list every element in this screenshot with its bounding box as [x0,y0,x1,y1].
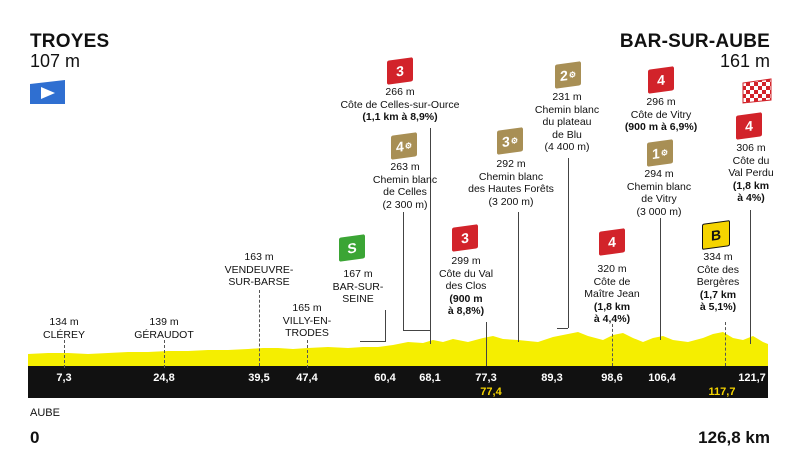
finish-town: BAR-SUR-AUBE [619,31,770,52]
climb-badge-4-val-perdu: 4 [736,112,762,140]
bonus-badge: B [702,220,730,250]
climb-badge-3-val-clos: 3 [452,224,478,252]
sector-badge-3-hautes-forets: 3⚙ [497,127,523,155]
km-bar [28,366,768,398]
sector-badge-2-blu: 2⚙ [555,61,581,89]
km-clerey: 7,3 [56,372,72,384]
sprint-badge: S [339,234,365,262]
start-altitude: 107 m [30,51,81,71]
sector-badge-1-vitry: 1⚙ [647,139,673,167]
km-villy: 47,4 [296,372,318,384]
climb-badge-4-vitry: 4 [648,66,674,94]
climb-badge-3-celles: 3 [387,57,413,85]
start-flag-icon [30,80,65,104]
km-geraudot: 24,8 [153,372,175,384]
finish-flag-icon [742,78,772,104]
km-celles: 68,1 [419,372,441,384]
km-vitry: 106,4 [648,372,676,384]
km-val-perdu: 121,7 [738,372,766,384]
km-blu: 89,3 [541,372,563,384]
km-vendeuvre: 39,5 [248,372,270,384]
km-hautes-forets: 77,4 [480,386,502,398]
km-total: 126,8 km [698,428,770,447]
km-val-clos: 77,3 [475,372,497,384]
climb-badge-4-maitre-jean: 4 [599,228,625,256]
start-town: TROYES [30,31,110,52]
km-maitre-jean: 98,6 [601,372,623,384]
km-bar-sur-seine: 60,4 [374,372,396,384]
km-bergeres: 117,7 [708,386,736,398]
km-start: 0 [30,428,40,447]
sector-badge-4-celles: 4⚙ [391,132,417,160]
finish-altitude: 161 m [719,51,770,71]
region-label: AUBE [30,407,60,419]
elevation-profile [28,332,768,368]
